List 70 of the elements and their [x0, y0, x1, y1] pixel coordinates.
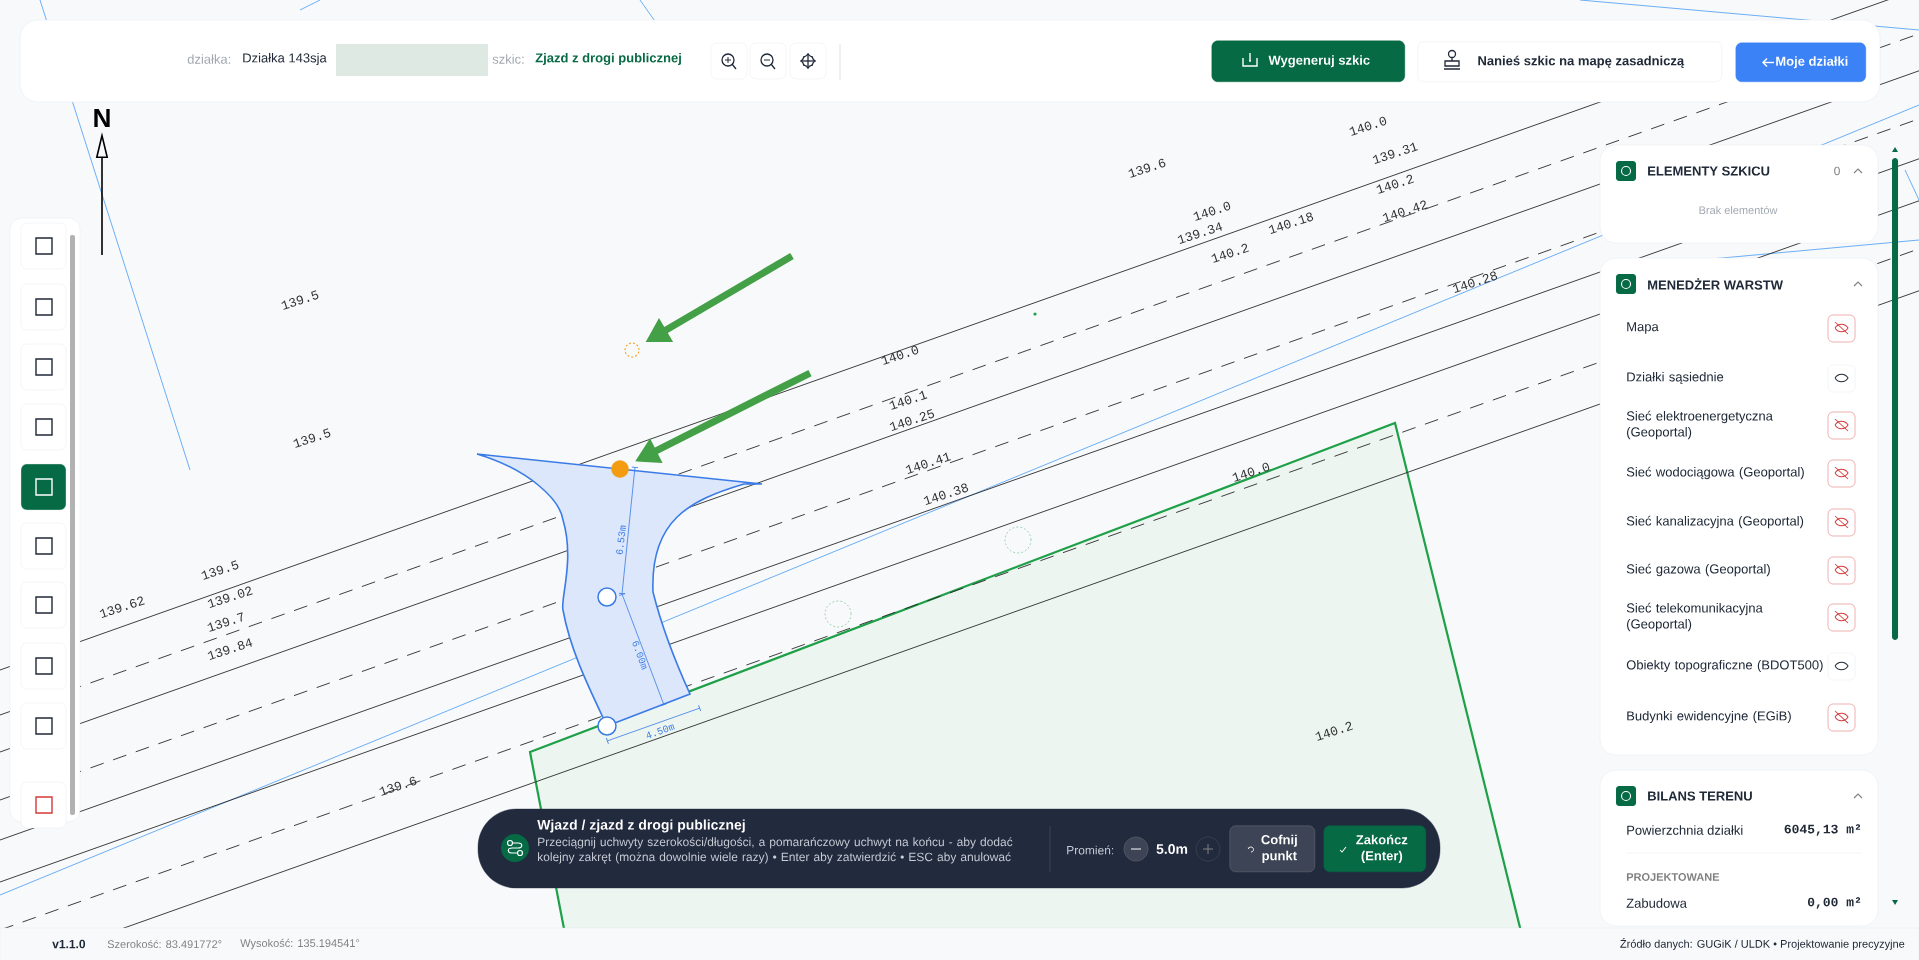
elevation-label: 139.5 [281, 290, 319, 310]
elevation-label: 140.0 [881, 345, 919, 365]
elevation-label: 139.5 [201, 560, 239, 580]
instruction-text: Przeciągnij uchwyty szerokości/długości, a pomarańczowy uchwyt na końcu - aby dodać kolejny zakręt (można dowolnie wiele razy) • Enter aby zatwierdzić • ESC aby anulować [538, 837, 1013, 864]
panel-title: BILANS TERENU [1648, 791, 1752, 801]
panel-card [1599, 144, 1879, 244]
elevation-label: 139.6 [379, 776, 417, 796]
elevation-label: 139.84 [207, 638, 253, 660]
row-value: 0,00 m² [1807, 897, 1861, 909]
header-text: Działka 143sja [243, 52, 327, 66]
north-label: N [94, 109, 110, 127]
primary-button: Wygeneruj szkic [1211, 40, 1405, 82]
elevation-label: 140.2 [1315, 721, 1353, 741]
handle-dot [611, 460, 629, 478]
panel-card [1599, 769, 1879, 927]
elevation-label: 140.2 [1376, 174, 1414, 194]
elevation-label: 140.1 [889, 390, 928, 410]
elevation-label: 140.42 [1382, 200, 1428, 222]
elevation-label: 139.7 [207, 612, 243, 632]
dimension-label: 6.00m [632, 641, 647, 670]
elevation-label: 140.38 [923, 483, 969, 505]
elevation-label: 140.0 [1349, 116, 1387, 136]
finish-button: Zakończ (Enter) [1323, 825, 1426, 872]
count-text: 0 [1834, 166, 1840, 176]
row-label: Zabudowa [1626, 898, 1687, 908]
panel-title: ELEMENTY SZKICU [1648, 166, 1770, 176]
layer-name: Działki sąsiednie [1627, 371, 1724, 385]
undo-button: Cofnij punkt [1229, 825, 1315, 872]
panel-title: MENEDŻER WARSTW [1648, 278, 1783, 290]
panel-card [1599, 257, 1879, 756]
elevation-label: 139.34 [1177, 222, 1223, 244]
elevation-label: 139.31 [1372, 142, 1418, 164]
version-text: v1.1.0 [52, 939, 86, 949]
elevation-label: 140.28 [1452, 271, 1498, 293]
bar-title: Wjazd / zjazd z drogi publicznej [537, 819, 745, 833]
radius-value: 5.0m [1156, 844, 1188, 854]
dimension-label: 4.50m [646, 724, 675, 738]
source-text: Źródło danych: GUGiK / ULDK • Projektowanie precyzyjne [1620, 938, 1905, 950]
layer-name: Mapa [1627, 322, 1659, 334]
elevation-label: 139.02 [207, 586, 253, 608]
row-value: 6045,13 m² [1784, 824, 1861, 836]
header-text: szkic: [492, 54, 524, 64]
back-button: Moje działki [1735, 42, 1866, 82]
layer-name: Sieć gazowa (Geoportal) [1626, 563, 1770, 577]
elevation-label: 139.5 [293, 428, 331, 448]
section-heading: PROJEKTOWANE [1626, 873, 1720, 881]
layer-name: Sieć telekomunikacyjna (Geoportal) [1626, 602, 1763, 632]
header-text: Zjazd z drogi publicznej [535, 52, 681, 66]
radius-label: Promień: [1067, 845, 1114, 855]
layer-name: Sieć kanalizacyjna (Geoportal) [1626, 515, 1804, 529]
elevation-label: 140.0 [1232, 462, 1270, 482]
elevation-label: 139.6 [1128, 158, 1166, 178]
elevation-label: 139.62 [99, 596, 145, 618]
empty-text: Brak elementów [1699, 205, 1778, 215]
elevation-label: 140.41 [905, 452, 951, 474]
coordinate-text: Szerokość: 83.491772° [107, 939, 222, 949]
layer-name: Budynki ewidencyjne (EGiB) [1627, 710, 1791, 724]
layer-name: Obiekty topograficzne (BDOT500) [1626, 659, 1823, 673]
elevation-label: 140.25 [889, 409, 935, 431]
elevation-label: 140.18 [1268, 212, 1314, 234]
layer-name: Sieć elektroenergetyczna (Geoportal) [1626, 410, 1773, 440]
dimension-label: 6.53m [616, 525, 627, 555]
coordinate-text: Wysokość: 135.194541° [240, 938, 360, 950]
row-label: Powierzchnia działki [1627, 825, 1743, 835]
dashed-circle [624, 342, 640, 358]
elevation-label: 140.2 [1211, 243, 1249, 263]
layer-name: Sieć wodociągowa (Geoportal) [1626, 466, 1804, 480]
header-text: działka: [187, 54, 231, 64]
elevation-label: 140.0 [1193, 201, 1231, 221]
map-button: Nanieś szkic na mapę zasadniczą [1417, 41, 1722, 82]
